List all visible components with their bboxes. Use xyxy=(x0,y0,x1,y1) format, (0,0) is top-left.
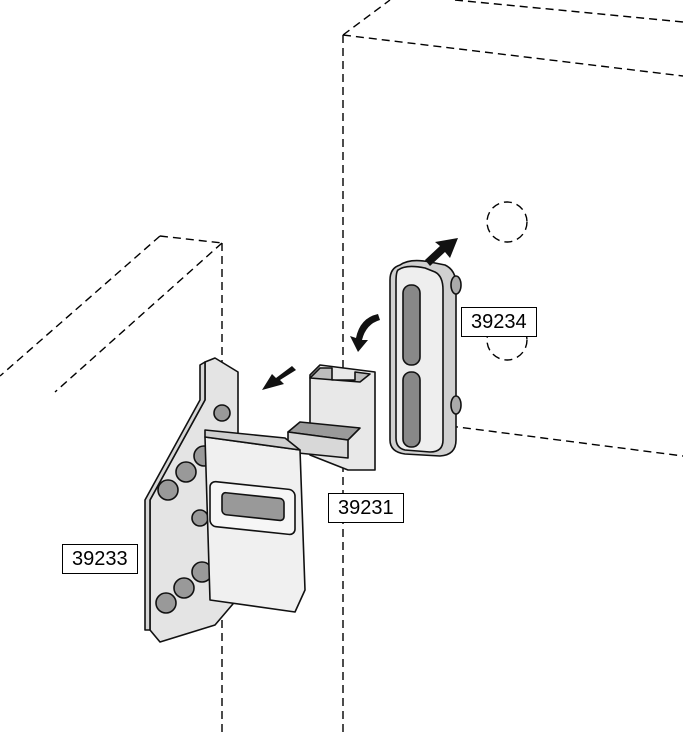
part-label-39231: 39231 xyxy=(328,493,404,523)
mounting-plate-part xyxy=(144,357,306,643)
part-label-39233: 39233 xyxy=(62,544,138,574)
arrow-up-right-icon xyxy=(425,238,458,266)
curved-arrow-down-icon xyxy=(350,314,380,352)
screw-holes xyxy=(155,404,231,614)
right-cabinet-outline xyxy=(342,0,683,735)
movement-arrows xyxy=(262,238,458,390)
slotted-plate-part xyxy=(389,259,462,457)
left-cabinet-outline xyxy=(0,235,223,735)
part-label-39234: 39234 xyxy=(461,307,537,337)
arrow-left-icon xyxy=(262,366,296,390)
clip-part xyxy=(287,364,376,471)
